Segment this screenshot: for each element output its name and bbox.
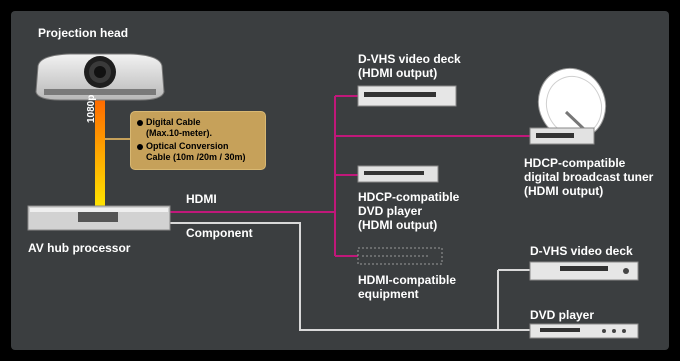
dvd-hdcp-icon (357, 165, 439, 183)
cable-note: Digital Cable (Max.10-meter). Optical Co… (130, 111, 266, 170)
bullet-icon (137, 119, 143, 126)
hdmi-equipment-icon (357, 247, 443, 265)
dvhs-component-icon (529, 261, 639, 281)
tuner-label: HDCP-compatible digital broadcast tuner … (524, 156, 654, 198)
projection-head-label: Projection head (38, 26, 129, 40)
note-line-1: Digital Cable (146, 117, 201, 127)
digital-cable (95, 99, 105, 207)
note-line-4: Cable (10m /20m / 30m) (146, 152, 246, 162)
projector-icon (35, 53, 165, 101)
av-hub-label: AV hub processor (28, 241, 131, 255)
dvd-hdcp-label: HDCP-compatible DVD player (HDMI output) (358, 190, 460, 232)
hdmi-lines (170, 95, 530, 257)
note-line-3: Optical Conversion (146, 141, 229, 151)
component-label: Component (186, 226, 253, 240)
component-lines (170, 222, 530, 331)
dvd-component-label: DVD player (530, 308, 595, 322)
resolution-label: 1080p (86, 94, 97, 123)
dvhs-component-label: D-VHS video deck (530, 244, 633, 258)
av-hub-icon (27, 205, 171, 231)
dvd-component-icon (529, 323, 639, 339)
note-line-2: (Max.10-meter). (146, 128, 213, 138)
dvhs-hdmi-label: D-VHS video deck (HDMI output) (358, 52, 461, 80)
dvhs-hdmi-icon (357, 85, 457, 107)
tuner-icon (529, 68, 607, 145)
hdmi-label: HDMI (186, 192, 217, 206)
bullet-icon (137, 143, 143, 150)
hdmi-equipment-label: HDMI-compatible equipment (358, 273, 457, 301)
